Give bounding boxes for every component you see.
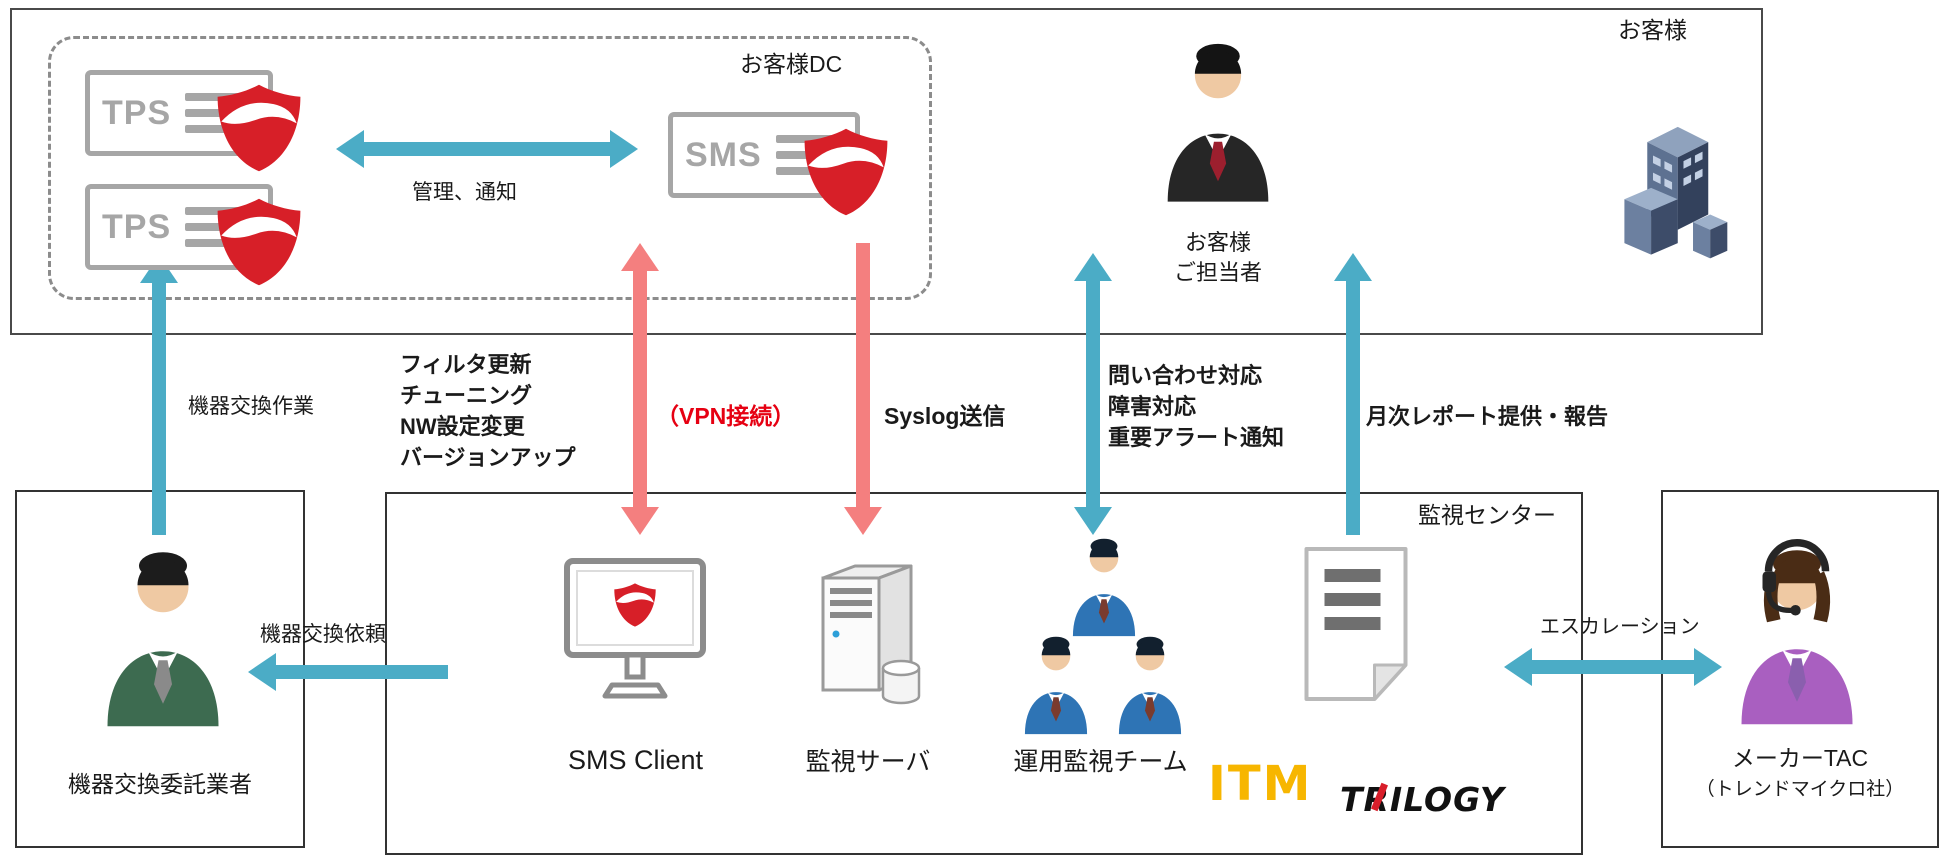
sms-device: SMS <box>668 112 898 218</box>
arrow-shaft <box>276 665 448 679</box>
arrow-shaft <box>856 243 870 507</box>
tps-device-1: TPS <box>85 70 315 176</box>
contractor-label: 機器交換委託業者 <box>68 771 252 797</box>
report-document-icon <box>1304 547 1408 701</box>
customer-box <box>10 8 1763 335</box>
maintenance-tasks-label: フィルタ更新 チューニング NW設定変更 バージョンアップ <box>400 349 576 473</box>
contractor-person-icon <box>107 552 219 727</box>
tac-name-label: メーカーTAC <box>1731 745 1869 771</box>
arrowhead-down <box>621 507 659 535</box>
tps-device-label: TPS <box>102 93 172 132</box>
office-building-icon <box>1624 126 1728 259</box>
tps-device-2: TPS <box>85 184 315 290</box>
maintenance-line-3: NW設定変更 <box>400 414 525 439</box>
arrowhead-down <box>1074 507 1112 535</box>
customer-contact-person-icon <box>1167 43 1269 202</box>
trend-micro-shield-icon <box>217 84 301 172</box>
syslog-label: Syslog送信 <box>884 403 1006 429</box>
arrow-manage-notify <box>336 130 638 168</box>
arrowhead-up <box>621 243 659 271</box>
trend-micro-shield-icon <box>217 198 301 286</box>
arrow-inquiry-support <box>1074 253 1112 535</box>
arrow-shaft <box>633 271 647 507</box>
device-lines-icon <box>185 93 244 133</box>
tps-device-label: TPS <box>102 207 172 246</box>
trend-micro-shield-icon <box>804 128 888 216</box>
itm-logo: ITM <box>1208 756 1313 812</box>
arrow-shaft <box>1086 281 1100 507</box>
customer-box-label: お客様 <box>1618 17 1687 43</box>
device-lines-icon <box>185 207 244 247</box>
arrow-shaft <box>364 142 610 156</box>
arrowhead-down <box>844 507 882 535</box>
customer-contact-label: お客様 ご担当者 <box>1128 228 1308 288</box>
device-lines-icon <box>775 135 834 175</box>
arrow-shaft <box>152 283 166 535</box>
arrowhead-up <box>1334 253 1372 281</box>
arrowhead-left <box>1504 648 1532 686</box>
arrowhead-right <box>610 130 638 168</box>
inquiry-support-label: 問い合わせ対応 障害対応 重要アラート通知 <box>1108 360 1284 453</box>
arrow-device-replacement-work <box>140 255 178 535</box>
team-member-icon <box>1118 636 1182 735</box>
arrow-shaft <box>1532 660 1694 674</box>
customer-dc-box-label: お客様DC <box>740 51 843 77</box>
arrowhead-up <box>1074 253 1112 281</box>
arrow-vpn-connection <box>621 243 659 535</box>
maintenance-line-4: バージョンアップ <box>400 445 576 470</box>
inquiry-line-2: 障害対応 <box>1108 394 1197 419</box>
customer-contact-line2: ご担当者 <box>1173 260 1262 285</box>
arrowhead-left <box>336 130 364 168</box>
sms-client-monitor-icon <box>564 558 706 699</box>
vpn-connection-label: （VPN接続） <box>656 403 796 429</box>
monitoring-server-icon <box>821 564 921 705</box>
monthly-report-label: 月次レポート提供・報告 <box>1366 404 1609 429</box>
tac-operator-icon <box>1741 538 1853 725</box>
arrow-shaft <box>1346 281 1360 535</box>
arrowhead-left <box>248 653 276 691</box>
maintenance-line-2: チューニング <box>400 383 533 408</box>
team-member-icon <box>1024 636 1088 735</box>
replacement-request-label: 機器交換依頼 <box>260 623 386 646</box>
monitoring-server-label: 監視サーバ <box>805 748 931 776</box>
trilogy-logo: TRILOGY <box>1340 780 1505 819</box>
inquiry-line-1: 問い合わせ対応 <box>1108 363 1263 388</box>
arrowhead-right <box>1694 648 1722 686</box>
arrow-escalation <box>1504 648 1722 686</box>
sms-client-label: SMS Client <box>567 745 704 775</box>
monitoring-center-box-label: 監視センター <box>1418 502 1556 528</box>
arrow-monthly-report <box>1334 253 1372 535</box>
escalation-label: エスカレーション <box>1540 616 1700 638</box>
customer-dc-box <box>48 36 932 300</box>
inquiry-line-3: 重要アラート通知 <box>1108 425 1285 450</box>
arrow-replacement-request <box>248 653 448 691</box>
customer-contact-line1: お客様 <box>1184 230 1251 255</box>
sms-device-label: SMS <box>685 135 762 174</box>
operations-team-label: 運用監視チーム <box>1013 748 1188 776</box>
maintenance-line-1: フィルタ更新 <box>400 352 532 377</box>
team-member-icon <box>1072 538 1136 637</box>
trilogy-logo-text: TRILOGY <box>1340 780 1505 819</box>
device-replacement-work-label: 機器交換作業 <box>188 395 314 418</box>
arrow-syslog <box>844 243 882 535</box>
manage-notify-label: 管理、通知 <box>412 181 517 204</box>
tac-company-label: （トレンドマイクロ社） <box>1695 779 1905 800</box>
